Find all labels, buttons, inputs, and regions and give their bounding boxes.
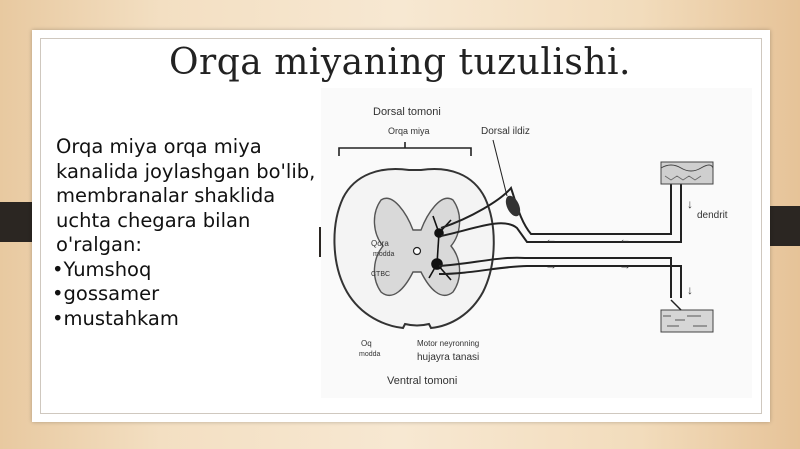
arrow-right-icon: →: [619, 258, 631, 272]
spinal-cord-bracket: [338, 142, 472, 156]
label-gray-matter: Qora: [371, 239, 389, 248]
label-dendrite: dendrit: [697, 210, 728, 221]
bullet-item: Yumshoq: [52, 258, 317, 283]
arrow-down-icon: ↓: [687, 283, 693, 297]
skin-receptor: [660, 161, 714, 185]
arrow-left-icon: ←: [545, 232, 557, 246]
label-dorsal-root: Dorsal ildiz: [481, 126, 530, 137]
label-spinal-cord: Orqa miya: [388, 126, 430, 136]
bullet-item: mustahkam: [52, 307, 317, 332]
body-text: Orqa miya orqa miya kanalida joylashgan …: [52, 135, 317, 331]
arrow-down-icon: ↓: [687, 197, 693, 211]
motor-fiber: [438, 256, 672, 298]
label-white-matter-2: modda: [359, 351, 381, 358]
gray-matter: [373, 197, 461, 297]
bullet-item: gossamer: [52, 282, 317, 307]
dorsal-root-pointer: [492, 139, 508, 197]
label-dorsal-side: Dorsal tomoni: [373, 106, 441, 118]
label-gray-matter-2: modda: [373, 251, 395, 258]
label-motor-neuron-2: hujayra tanasi: [417, 352, 479, 363]
label-ventral-side: Ventral tomoni: [387, 375, 457, 387]
slide-title: Orqa miyaning tuzulishi.: [169, 42, 631, 83]
divider-tick: [319, 227, 322, 257]
slide-frame: [40, 38, 762, 414]
spinal-cord-diagram: Dorsal tomoni Orqa miya Dorsal ildiz Qor…: [321, 88, 752, 398]
label-csf: CTBC: [371, 271, 390, 278]
label-motor-neuron: Motor neyronning: [417, 339, 479, 348]
central-canal: [412, 246, 422, 256]
motor-fiber-inner: [438, 265, 682, 298]
arrow-right-icon: →: [545, 258, 557, 272]
dorsal-root-ganglion: [505, 195, 521, 217]
label-white-matter: Oq: [361, 339, 372, 348]
bullet-list: Yumshoq gossamer mustahkam: [52, 258, 317, 332]
sensory-fiber-inner: [440, 168, 682, 243]
sensory-fiber: [440, 168, 672, 235]
body-paragraph: Orqa miya orqa miya kanalida joylashgan …: [56, 135, 316, 256]
muscle-effector: [660, 299, 714, 333]
arrow-left-icon: ←: [619, 232, 631, 246]
